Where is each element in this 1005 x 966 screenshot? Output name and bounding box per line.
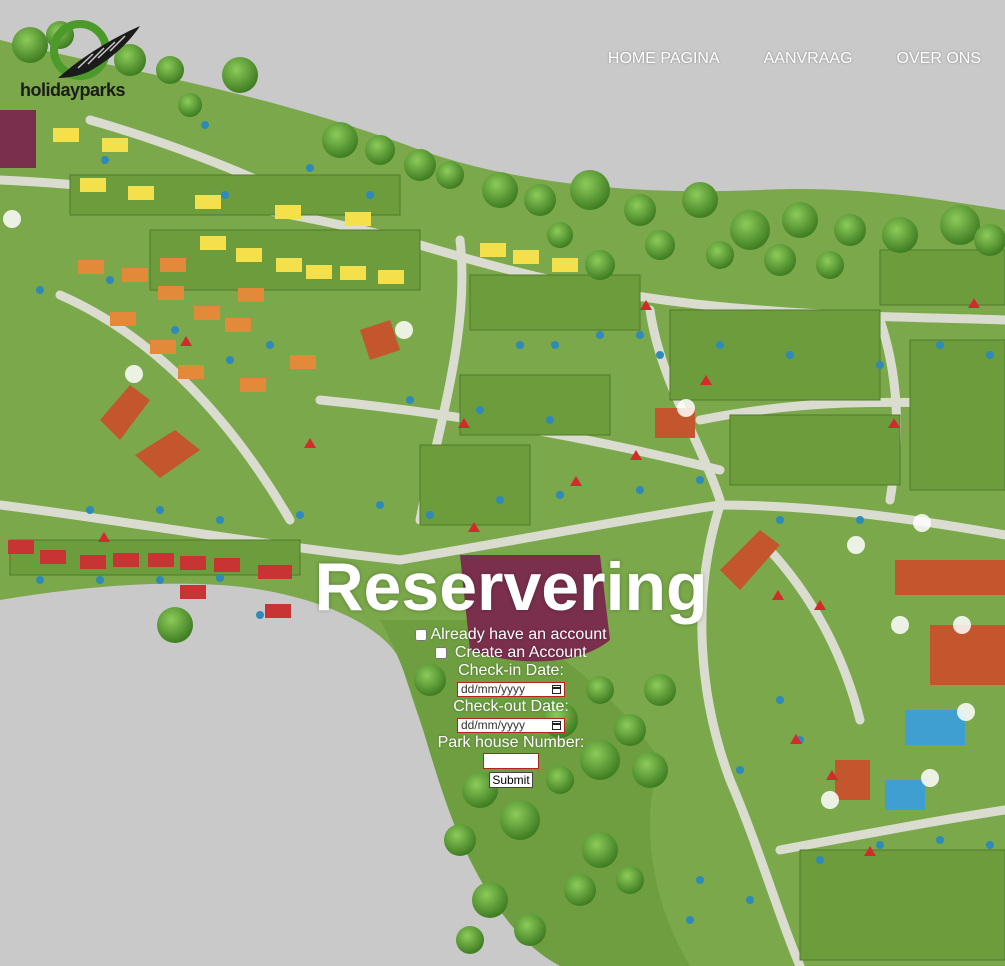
calendar-icon[interactable]	[552, 720, 561, 730]
checkin-date-input[interactable]: dd/mm/yyyy	[457, 681, 565, 697]
reservation-form: Already have an account Create an Accoun…	[0, 626, 1005, 789]
checkin-label: Check-in Date:	[458, 662, 564, 679]
already-account-label: Already have an account	[430, 626, 607, 643]
already-account-row[interactable]: Already have an account	[0, 626, 1005, 644]
sector-area	[460, 555, 610, 662]
nav-aanvraag-link[interactable]: AANVRAAG	[763, 50, 853, 67]
already-account-checkbox[interactable]	[415, 628, 428, 641]
logo-text: holidayparks	[20, 80, 126, 100]
checkout-label: Check-out Date:	[453, 698, 569, 715]
holidayparks-logo[interactable]	[18, 20, 143, 102]
submit-button[interactable]: Submit	[489, 772, 533, 788]
create-account-row[interactable]: Create an Account	[0, 644, 1005, 662]
main-nav: HOME PAGINA AANVRAAG OVER ONS	[608, 50, 981, 68]
trees	[12, 21, 1005, 954]
checkin-date-value: dd/mm/yyyy	[461, 682, 526, 696]
sector-small	[0, 110, 36, 168]
map-labels	[53, 128, 578, 284]
nav-home-link[interactable]: HOME PAGINA	[607, 50, 720, 67]
page-title: Reservering	[314, 549, 708, 625]
checkout-date-value: dd/mm/yyyy	[461, 718, 526, 732]
create-account-checkbox[interactable]	[435, 646, 448, 659]
park-house-label: Park house Number:	[437, 734, 585, 751]
park-house-number-input[interactable]	[483, 752, 539, 769]
nav-over-ons-link[interactable]: OVER ONS	[896, 50, 981, 67]
park-grass-lower	[380, 620, 690, 966]
calendar-icon[interactable]	[552, 684, 561, 694]
checkout-date-input[interactable]: dd/mm/yyyy	[457, 717, 565, 733]
create-account-label: Create an Account	[454, 644, 587, 661]
